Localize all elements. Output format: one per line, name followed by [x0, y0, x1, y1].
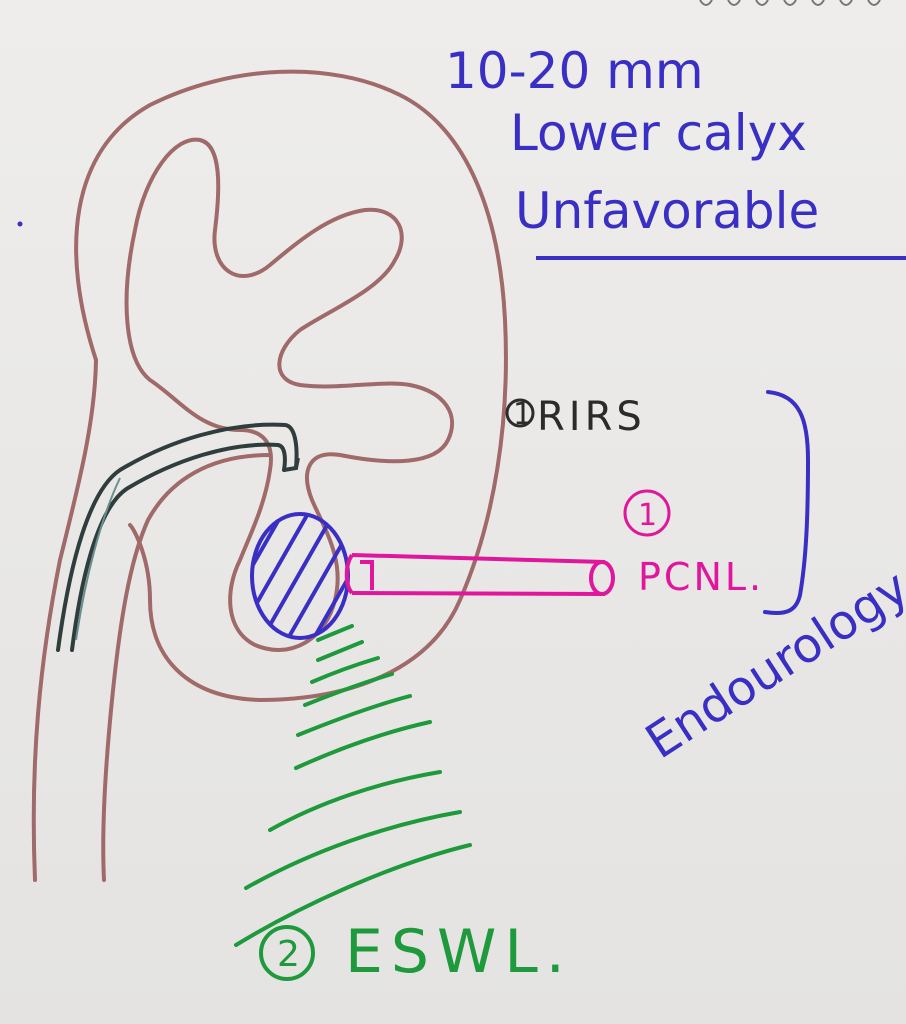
note-status: Unfavorable — [515, 182, 819, 240]
pcnl-tract — [344, 553, 615, 596]
endourology-bracket — [763, 390, 811, 615]
rirs-number-circle — [505, 398, 535, 428]
ureter-right-line — [101, 453, 272, 882]
eswl-number-circle — [259, 925, 315, 981]
rirs-label: RIRS — [537, 394, 646, 440]
pcnl-label-group: 1 PCNL. — [623, 489, 764, 599]
ureteroscope-outer — [56, 422, 299, 652]
eswl-shockwaves — [234, 624, 472, 947]
ureteroscope-tip — [283, 457, 300, 472]
notebook-binding — [699, 0, 881, 6]
ureteroscope-inner — [70, 442, 287, 652]
rirs-number: 1 — [513, 397, 532, 432]
pcnl-number: 1 — [638, 498, 657, 533]
eswl-label: ESWL. — [345, 917, 573, 987]
pcnl-label: PCNL. — [638, 555, 764, 599]
note-size: 10-20 mm — [445, 42, 704, 100]
eswl-number: 2 — [277, 934, 300, 975]
rirs-label-group: 1 RIRS — [505, 394, 646, 440]
kidney-outer-outline — [74, 69, 508, 703]
collecting-system-outline — [124, 137, 455, 652]
ureter-left-line — [31, 358, 98, 882]
eswl-label-group: 2 ESWL. — [259, 917, 573, 987]
pcnl-number-circle — [623, 489, 671, 537]
ureteroscope-highlight — [75, 477, 121, 641]
pen-dot — [17, 221, 23, 227]
note-location: Lower calyx — [510, 104, 807, 162]
